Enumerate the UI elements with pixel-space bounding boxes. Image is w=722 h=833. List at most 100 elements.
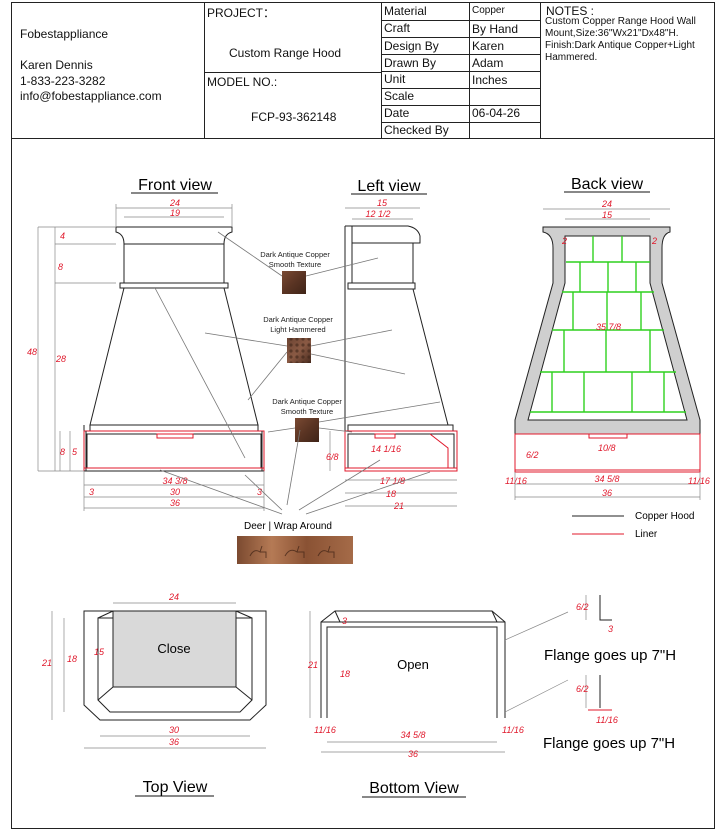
svg-text:36: 36 bbox=[602, 488, 612, 498]
svg-text:36: 36 bbox=[169, 737, 179, 747]
svg-text:2: 2 bbox=[651, 236, 657, 246]
svg-text:6/2: 6/2 bbox=[526, 450, 539, 460]
svg-text:3: 3 bbox=[342, 616, 347, 626]
svg-text:15: 15 bbox=[94, 647, 105, 657]
svg-text:24: 24 bbox=[168, 592, 179, 602]
svg-text:17 1/8: 17 1/8 bbox=[380, 476, 405, 486]
finish-swatch-smooth bbox=[282, 271, 306, 294]
svg-text:35 7/8: 35 7/8 bbox=[596, 322, 621, 332]
finish-3-line1: Dark Antique Copper bbox=[272, 397, 342, 406]
notes-title: NOTES : bbox=[546, 4, 595, 18]
finish-callouts: Dark Antique Copper Smooth Texture Dark … bbox=[260, 250, 342, 416]
svg-text:3: 3 bbox=[89, 487, 94, 497]
company-name: Fobestappliance bbox=[20, 27, 109, 41]
spec-label-design: Design By bbox=[384, 39, 439, 53]
svg-text:21: 21 bbox=[393, 501, 404, 511]
spec-label-scale: Scale bbox=[384, 89, 415, 103]
flange-label-2: Flange goes up 7"H bbox=[543, 735, 675, 752]
spec-value-design: Karen bbox=[472, 39, 505, 53]
finish-1-line2: Smooth Texture bbox=[269, 260, 321, 269]
svg-text:14 1/16: 14 1/16 bbox=[371, 444, 401, 454]
front-view bbox=[83, 226, 265, 472]
finish-3-line2: Smooth Texture bbox=[281, 407, 333, 416]
model-value: FCP-93-362148 bbox=[251, 110, 337, 124]
svg-text:11/16: 11/16 bbox=[502, 725, 524, 735]
svg-text:18: 18 bbox=[67, 654, 77, 664]
svg-text:21: 21 bbox=[41, 658, 52, 668]
deer-wrap-swatch bbox=[237, 536, 353, 564]
svg-text:6/2: 6/2 bbox=[576, 602, 589, 612]
left-dimensions bbox=[329, 207, 457, 507]
contact-name: Karen Dennis bbox=[20, 58, 93, 72]
spec-label-craft: Craft bbox=[384, 21, 411, 35]
finish-2-line2: Light Hammered bbox=[270, 325, 325, 334]
svg-text:12 1/2: 12 1/2 bbox=[365, 209, 390, 219]
svg-text:48: 48 bbox=[27, 347, 37, 357]
front-view-title: Front view bbox=[138, 177, 212, 194]
svg-text:34 5/8: 34 5/8 bbox=[594, 474, 619, 484]
svg-text:36: 36 bbox=[170, 498, 180, 508]
svg-text:34 3/8: 34 3/8 bbox=[162, 476, 187, 486]
svg-text:8: 8 bbox=[58, 262, 63, 272]
svg-text:10/8: 10/8 bbox=[598, 443, 616, 453]
contact-email: info@fobestappliance.com bbox=[20, 89, 162, 103]
svg-text:30: 30 bbox=[169, 725, 179, 735]
back-view bbox=[514, 226, 701, 473]
spec-value-drawn: Adam bbox=[472, 56, 504, 70]
top-dim-labels: 24 21 18 15 30 36 bbox=[41, 592, 179, 747]
back-view-title: Back view bbox=[571, 176, 643, 193]
svg-text:6/2: 6/2 bbox=[576, 684, 589, 694]
svg-text:24: 24 bbox=[169, 198, 180, 208]
spec-value-date: 06-04-26 bbox=[472, 106, 521, 120]
svg-text:3: 3 bbox=[257, 487, 262, 497]
flange-dim-labels: 6/2 3 6/2 11/16 bbox=[576, 602, 618, 725]
notes-line: Finish:Dark Antique Copper+Light bbox=[545, 40, 695, 51]
svg-text:11/16: 11/16 bbox=[688, 476, 710, 486]
svg-text:34 5/8: 34 5/8 bbox=[400, 730, 425, 740]
svg-text:36: 36 bbox=[408, 749, 418, 759]
left-dim-labels: 15 12 1/2 6/8 14 1/16 17 1/8 18 21 bbox=[326, 198, 405, 511]
finish-1-line1: Dark Antique Copper bbox=[260, 250, 330, 259]
svg-text:18: 18 bbox=[386, 489, 396, 499]
legend-hood-label: Copper Hood bbox=[635, 511, 694, 522]
svg-text:6/8: 6/8 bbox=[326, 452, 339, 462]
top-dimensions bbox=[51, 602, 266, 749]
spec-label-material: Material bbox=[384, 4, 427, 18]
spec-label-checked: Checked By bbox=[384, 123, 449, 137]
svg-text:5: 5 bbox=[72, 447, 78, 457]
front-dimensions bbox=[37, 204, 265, 511]
title-block bbox=[11, 2, 715, 139]
svg-text:11/16: 11/16 bbox=[505, 476, 527, 486]
svg-text:11/16: 11/16 bbox=[314, 725, 336, 735]
drawing-frame bbox=[11, 139, 715, 829]
svg-text:21: 21 bbox=[307, 660, 318, 670]
svg-text:11/16: 11/16 bbox=[596, 715, 618, 725]
bottom-dimensions bbox=[309, 611, 569, 753]
spec-value-craft: By Hand bbox=[472, 22, 519, 36]
spec-label-date: Date bbox=[384, 106, 410, 120]
top-view-title: Top View bbox=[143, 779, 208, 796]
close-label: Close bbox=[157, 641, 190, 656]
left-view-title: Left view bbox=[357, 178, 421, 195]
project-value: Custom Range Hood bbox=[229, 46, 342, 60]
project-label: PROJECT： bbox=[207, 6, 276, 20]
top-view bbox=[83, 610, 267, 721]
contact-phone: 1-833-223-3282 bbox=[20, 74, 106, 88]
bottom-dim-labels: 3 21 18 11/16 11/16 34 5/8 36 bbox=[307, 616, 524, 759]
notes-line: Mount,Size:36"Wx21"Dx48"H. bbox=[545, 28, 679, 39]
leader-lines bbox=[154, 231, 441, 515]
svg-text:18: 18 bbox=[340, 669, 350, 679]
model-label: MODEL NO.: bbox=[207, 75, 278, 89]
svg-text:19: 19 bbox=[170, 208, 180, 218]
front-dim-labels: 24 19 4 8 28 48 8 5 34 3/8 30 36 3 3 bbox=[27, 198, 262, 508]
svg-text:3: 3 bbox=[608, 624, 613, 634]
flange-label-1: Flange goes up 7"H bbox=[544, 647, 676, 664]
notes-line: Custom Copper Range Hood Wall bbox=[545, 16, 696, 27]
legend-liner-label: Liner bbox=[635, 529, 658, 540]
spec-label-unit: Unit bbox=[384, 72, 406, 86]
open-label: Open bbox=[397, 657, 429, 672]
back-dimensions bbox=[514, 208, 701, 500]
finish-2-line1: Dark Antique Copper bbox=[263, 315, 333, 324]
svg-text:30: 30 bbox=[170, 487, 180, 497]
